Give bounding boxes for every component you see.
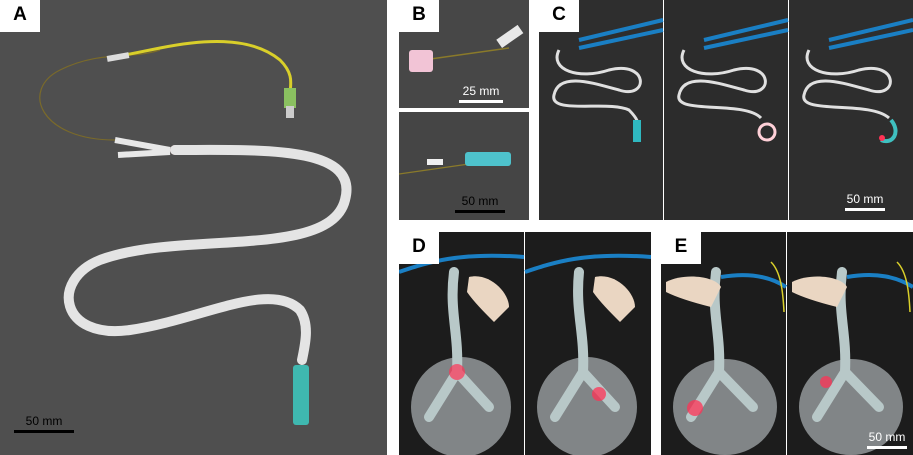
panel-c-scale-bar: 50 mm (845, 192, 885, 211)
panel-b-bottom-scale-label: 50 mm (461, 194, 499, 208)
panel-c-photo (539, 0, 913, 220)
panel-e-scale-line (867, 446, 907, 449)
panel-e: E 50 mm (661, 232, 913, 455)
panel-b-letter: B (399, 0, 439, 32)
panel-d: D (399, 232, 651, 455)
panel-e-letter: E (661, 232, 701, 264)
panel-a-scale-bar: 50 mm (14, 414, 74, 433)
panel-e-photo (661, 232, 913, 455)
panel-d-photo (399, 232, 651, 455)
panel-e-scale-bar: 50 mm (867, 430, 907, 449)
panel-c-scale-label: 50 mm (846, 192, 884, 206)
panel-d-letter: D (399, 232, 439, 264)
panel-b-top-scale-line (459, 100, 503, 103)
panel-c-scale-line (845, 208, 885, 211)
panel-a-letter: A (0, 0, 40, 32)
panel-a: A 50 mm (0, 0, 387, 455)
panel-a-scale-line (14, 430, 74, 433)
panel-b-bottom-photo (399, 112, 529, 220)
panel-b-top: B 25 mm (399, 0, 529, 108)
panel-b-bottom: 50 mm (399, 112, 529, 220)
panel-b-top-scale-label: 25 mm (462, 84, 500, 98)
panel-a-scale-label: 50 mm (25, 414, 63, 428)
panel-a-photo (0, 0, 387, 455)
panel-c-letter: C (539, 0, 579, 32)
panel-b-bottom-scale-line (455, 210, 505, 213)
panel-b-top-scale-bar: 25 mm (459, 84, 503, 103)
panel-e-scale-label: 50 mm (868, 430, 906, 444)
panel-b-bottom-scale-bar: 50 mm (455, 194, 505, 213)
panel-c: C 50 mm (539, 0, 913, 220)
